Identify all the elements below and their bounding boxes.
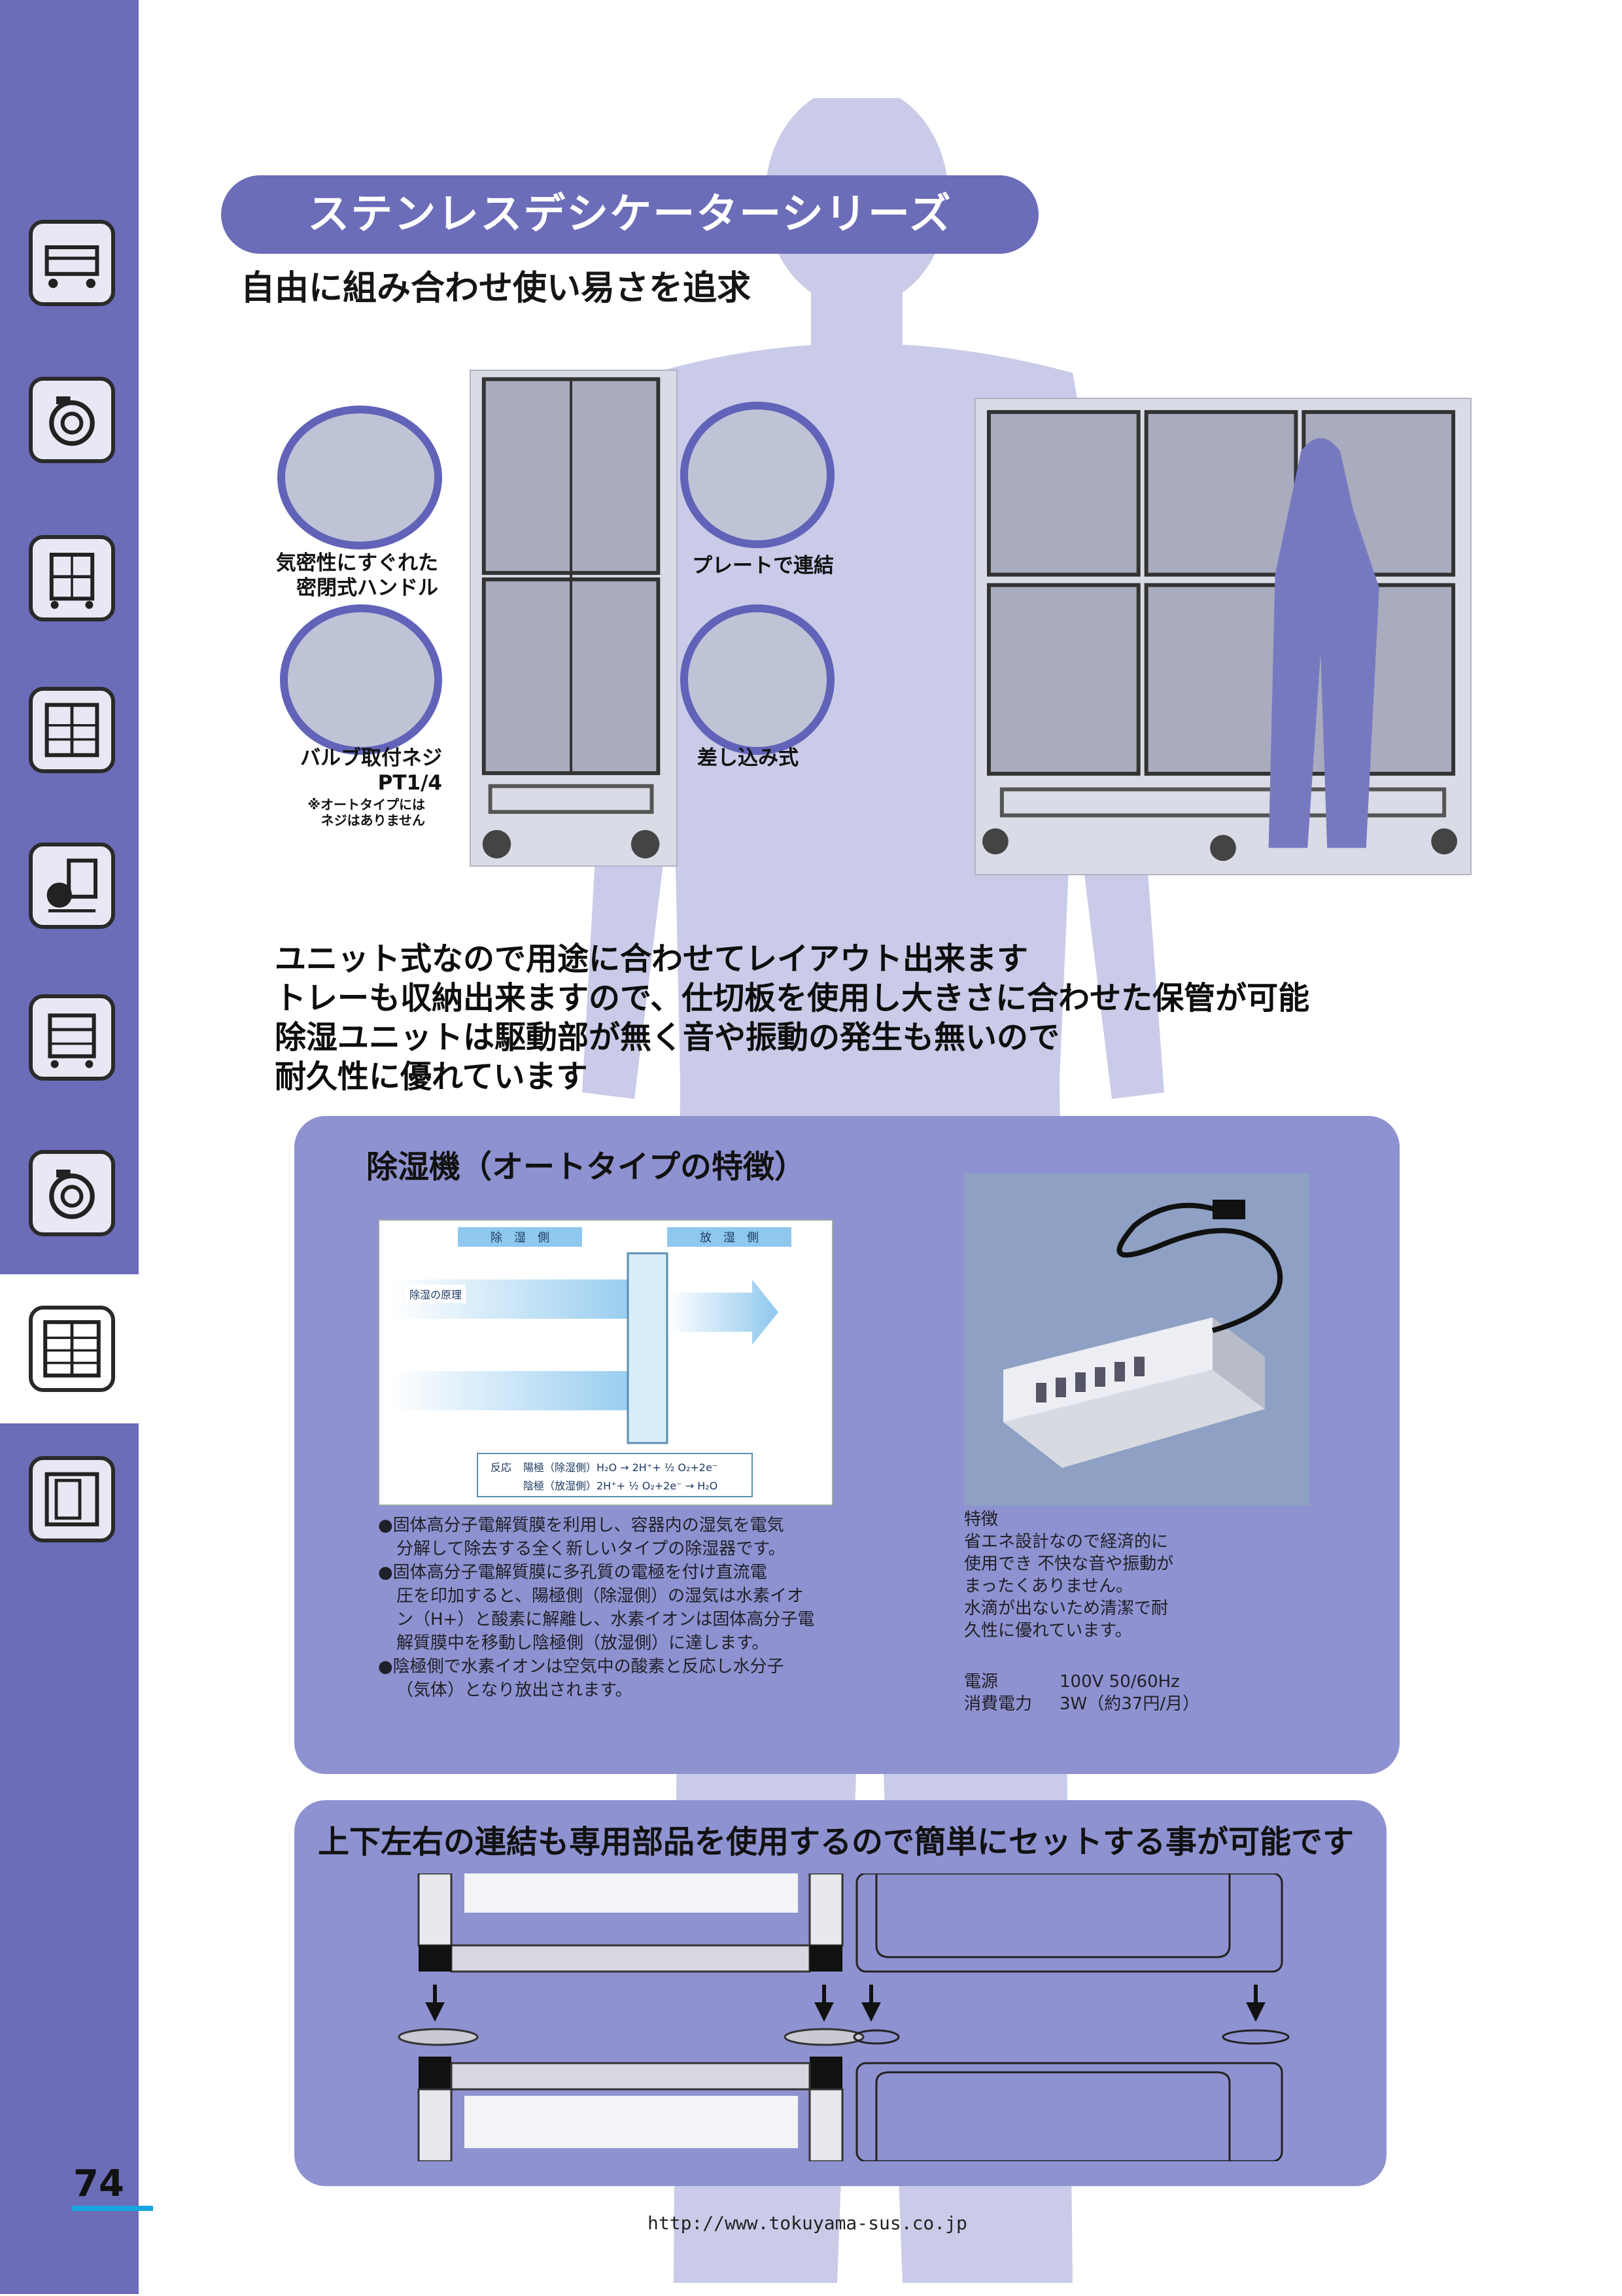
connection-title: 上下左右の連結も専用部品を使用するので簡単にセットする事が可能です — [318, 1824, 1355, 1860]
callout-valve-note-line2: ネジはありません — [320, 812, 425, 828]
principle-diagram: 除 湿 側 放 湿 側 除湿の原理 反応 陽極（除湿側）H₂O → 2H⁺+ ½… — [378, 1219, 833, 1506]
diagram-left-header: 除 湿 側 — [491, 1231, 549, 1245]
desiccator-photo-multi — [975, 398, 1472, 875]
diagram-reaction-label: 反応 — [491, 1461, 512, 1474]
page-number-underline — [72, 2206, 153, 2211]
bullet-line: ●固体高分子電解質膜を利用し、容器内の湿気を電気 — [378, 1516, 784, 1535]
callout-valve-line2: PT1/4 — [377, 771, 442, 795]
principle-bullets: ●固体高分子電解質膜を利用し、容器内の湿気を電気 分解して除去する全く新しいタイ… — [378, 1514, 855, 1702]
plate-closeup — [680, 402, 835, 548]
spec-value: 100V 50/60Hz — [1060, 1672, 1180, 1692]
trolley-icon[interactable] — [29, 994, 115, 1081]
bullet-line: ン（H+）と酸素に解離し、水素イオンは固体高分子電 — [396, 1610, 815, 1629]
diagram-anode: 陽極（除湿側）H₂O → 2H⁺+ ½ O₂+2e⁻ — [523, 1461, 718, 1474]
diagram-right-header: 放 湿 側 — [700, 1231, 759, 1245]
spec-value: 3W（約37円/月） — [1060, 1694, 1200, 1714]
bullet-line: （気体）となり放出されます。 — [396, 1680, 632, 1700]
feature-list: ユニット式なので用途に合わせてレイアウト出来ます トレーも収納出来ますので、仕切… — [275, 939, 1387, 1096]
callout-insert: 差し込み式 — [697, 746, 799, 770]
sidebar — [0, 0, 139, 2294]
page-title: ステンレスデシケーターシリーズ — [307, 190, 952, 239]
camera-icon[interactable] — [29, 377, 115, 463]
cart-icon[interactable] — [29, 220, 115, 306]
bullet-line: 圧を印加すると、陽極側（除湿側）の湿気は水素イオ — [396, 1586, 804, 1606]
callout-plate: プレートで連結 — [692, 554, 834, 578]
feature-line: 耐久性に優れています — [275, 1058, 588, 1095]
spec-key: 消費電力 — [964, 1694, 1033, 1714]
shelf-cart-icon[interactable] — [29, 535, 115, 621]
page-subtitle: 自由に組み合わせ使い易さを追求 — [241, 269, 751, 308]
features-line: 使用でき 不快な音や振動が — [964, 1554, 1174, 1574]
desiccator-photo-single — [470, 370, 678, 867]
feature-line: ユニット式なので用途に合わせてレイアウト出来ます — [275, 941, 1029, 977]
features-label: 特徴 — [964, 1510, 999, 1529]
camera-icon[interactable] — [29, 1150, 115, 1236]
bullet-line: ●固体高分子電解質膜に多孔質の電極を付け直流電 — [378, 1563, 767, 1582]
feature-line: トレーも収納出来ますので、仕切板を使用し大きさに合わせた保管が可能 — [275, 980, 1310, 1017]
spec-key: 電源 — [964, 1672, 999, 1692]
footer-url[interactable]: http://www.tokuyama-sus.co.jp — [647, 2212, 967, 2234]
cabinet-icon[interactable] — [29, 687, 115, 773]
bullet-line: ●陰極側で水素イオンは空気中の酸素と反応し水分子 — [378, 1657, 784, 1677]
diagram-cathode: 陰極（放湿側）2H⁺+ ½ O₂+2e⁻ → H₂O — [523, 1480, 718, 1492]
features-line: 省エネ設計なので経済的に — [964, 1532, 1169, 1552]
features-line: まったくありません。 — [964, 1576, 1133, 1596]
callout-handle-line2: 密閉式ハンドル — [296, 576, 438, 600]
insert-closeup — [680, 604, 835, 755]
locker-icon[interactable] — [29, 1456, 115, 1542]
device-specs: 電源 100V 50/60Hz 消費電力 3W（約37円/月） — [964, 1671, 1304, 1715]
bullet-line: 分解して除去する全く新しいタイプの除湿器です。 — [396, 1539, 785, 1559]
bucket-cart-icon[interactable] — [29, 843, 115, 929]
desiccator-icon[interactable] — [29, 1306, 115, 1392]
features-line: 水滴が出ないため清潔で耐 — [964, 1599, 1169, 1618]
callout-valve: バルブ取付ネジ PT1/4 — [196, 746, 442, 795]
callout-handle: 気密性にすぐれた 密閉式ハンドル — [196, 551, 438, 600]
valve-closeup — [280, 604, 442, 755]
callout-valve-note-line1: ※オートタイプには — [307, 797, 425, 812]
device-features: 特徴 省エネ設計なので経済的に 使用でき 不快な音や振動が まったくありません。… — [964, 1508, 1304, 1642]
bullet-line: 解質膜中を移動し陰極側（放湿側）に達します。 — [396, 1633, 769, 1653]
title-pill — [221, 175, 1039, 254]
spec-row: 電源 100V 50/60Hz — [964, 1671, 1304, 1693]
features-line: 久性に優れています。 — [964, 1621, 1132, 1641]
page-number: 74 — [73, 2163, 124, 2205]
diagram-principle-label: 除湿の原理 — [406, 1285, 466, 1303]
callout-valve-line1: バルブ取付ネジ — [300, 746, 442, 770]
callout-valve-note: ※オートタイプには ネジはありません — [196, 797, 425, 828]
handle-closeup — [277, 406, 442, 549]
spec-row: 消費電力 3W（約37円/月） — [964, 1693, 1304, 1715]
dehumidifier-title: 除湿機（オートタイプの特徴） — [366, 1149, 806, 1185]
callout-handle-line1: 気密性にすぐれた — [275, 551, 438, 575]
dehumidifier-photo — [964, 1174, 1309, 1506]
feature-line: 除湿ユニットは駆動部が無く音や振動の発生も無いので — [275, 1019, 1060, 1056]
connection-diagram — [366, 1872, 1328, 2163]
